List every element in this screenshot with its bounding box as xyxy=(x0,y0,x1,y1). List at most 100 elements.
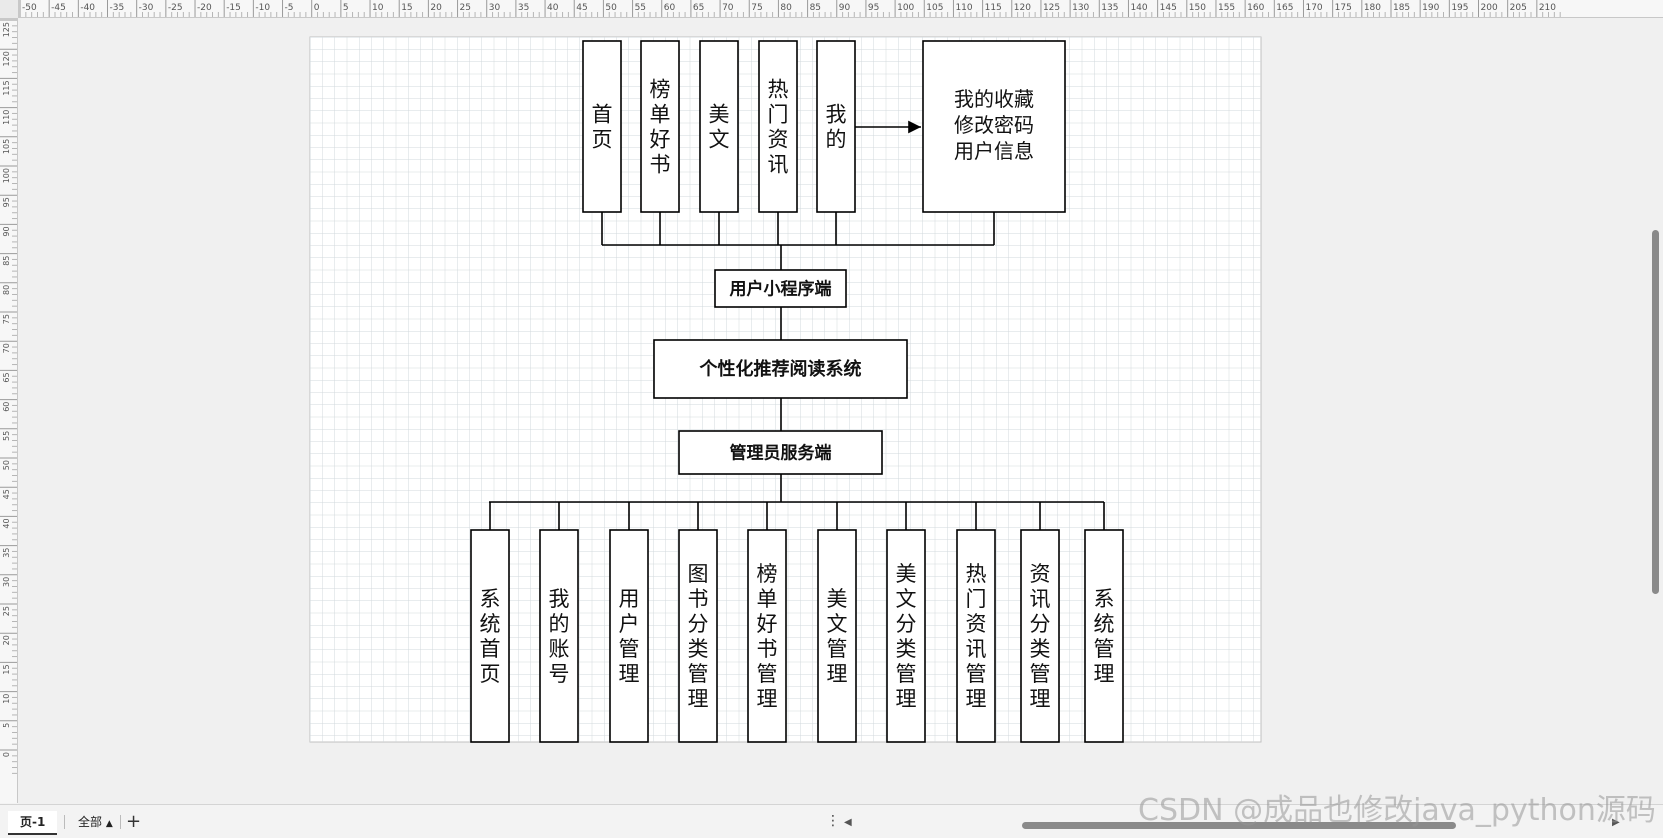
box-label-char: 类 xyxy=(688,637,709,661)
box-label-char: 理 xyxy=(757,687,778,711)
box-label-char: 理 xyxy=(966,687,987,711)
horizontal-scroll-thumb[interactable] xyxy=(1022,822,1456,829)
ruler-label: 60 xyxy=(664,3,676,13)
box-system[interactable]: 个性化推荐阅读系统 xyxy=(653,339,908,399)
ruler-label: 115 xyxy=(985,3,1002,13)
box-label-char: 书 xyxy=(650,153,671,177)
ruler-label: 125 xyxy=(1043,3,1060,13)
ruler-label: 80 xyxy=(780,3,792,13)
ruler-label: 15 xyxy=(401,3,412,13)
ruler-label: 125 xyxy=(2,22,11,37)
box-label-char: 图 xyxy=(688,562,709,586)
ruler-label: 45 xyxy=(576,3,587,13)
ruler-label: 120 xyxy=(1014,3,1031,13)
ruler-label: 15 xyxy=(2,664,11,674)
ruler-label: 5 xyxy=(343,3,349,13)
box-label-char: 我 xyxy=(826,103,847,127)
ruler-label: 0 xyxy=(314,3,320,13)
ruler-label: 45 xyxy=(2,489,11,499)
box-mine[interactable]: 我的 xyxy=(816,40,856,213)
box-label-char: 理 xyxy=(619,662,640,686)
box-label-char: 好 xyxy=(757,612,778,636)
box-label-char: 管 xyxy=(1094,637,1115,661)
ruler-label: -15 xyxy=(226,3,241,13)
ruler-label: 110 xyxy=(955,3,972,13)
box-label-char: 类 xyxy=(896,637,917,661)
box-label-char: 门 xyxy=(768,103,789,127)
ruler-corner xyxy=(0,0,19,19)
box-label-char: 账 xyxy=(549,637,570,661)
ruler-label: -50 xyxy=(22,3,37,13)
ruler-label: 10 xyxy=(372,3,384,13)
drawing-canvas[interactable]: 首页榜单好书美文热门资讯我的我的收藏修改密码用户信息用户小程序端个性化推荐阅读系… xyxy=(18,18,1648,804)
ruler-label: 175 xyxy=(1335,3,1352,13)
ruler-label: 85 xyxy=(2,256,11,266)
box-label-char: 讯 xyxy=(768,153,789,177)
plus-icon[interactable]: + xyxy=(126,811,142,832)
ruler-label: -35 xyxy=(110,3,125,13)
ruler-label: 165 xyxy=(1276,3,1293,13)
tab-all-pages[interactable]: 全部 ▲ xyxy=(72,811,119,833)
box-label-char: 书 xyxy=(688,587,709,611)
scroll-right-icon[interactable]: ▶ xyxy=(1612,817,1620,828)
ruler-label: 120 xyxy=(2,51,11,66)
ruler-label: 210 xyxy=(1539,3,1556,13)
watermark: CSDN @成品也修改java_python源码 xyxy=(1138,793,1656,828)
ruler-label: 105 xyxy=(926,3,943,13)
tab-page-1[interactable]: 页-1 xyxy=(8,811,58,835)
ruler-label: 25 xyxy=(460,3,471,13)
box-label-char: 统 xyxy=(1094,612,1115,636)
box-label-char: 单 xyxy=(757,587,778,611)
vertical-scroll-thumb[interactable] xyxy=(1652,230,1659,594)
box-label-char: 资 xyxy=(966,612,987,636)
more-options-icon[interactable]: ⋮ xyxy=(826,813,840,829)
box-label-char: 好 xyxy=(650,128,671,152)
box-user-client[interactable]: 用户小程序端 xyxy=(714,269,847,308)
box-label-char: 管 xyxy=(688,662,709,686)
box-label-char: 页 xyxy=(480,662,501,686)
box-label-char: 理 xyxy=(827,662,848,686)
box-label: 个性化推荐阅读系统 xyxy=(699,358,862,380)
box-label-char: 我 xyxy=(549,587,570,611)
ruler-label: 95 xyxy=(868,3,879,13)
ruler-label: 85 xyxy=(810,3,821,13)
ruler-label: 0 xyxy=(2,752,11,757)
submenu-line: 我的收藏 xyxy=(954,87,1034,111)
ruler-label: 130 xyxy=(1072,3,1089,13)
vertical-scrollbar[interactable] xyxy=(1648,18,1663,804)
box-label-char: 榜 xyxy=(650,78,671,102)
ruler-label: 80 xyxy=(2,285,11,295)
ruler-label: 90 xyxy=(839,3,851,13)
ruler-label: 145 xyxy=(1160,3,1177,13)
box-label-char: 热 xyxy=(768,78,789,102)
ruler-label: 65 xyxy=(2,372,11,382)
box-label-char: 讯 xyxy=(1030,587,1051,611)
ruler-label: 200 xyxy=(1481,3,1498,13)
scroll-left-icon[interactable]: ◀ xyxy=(844,817,852,828)
ruler-label: 170 xyxy=(1305,3,1322,13)
submenu-line: 修改密码 xyxy=(954,113,1034,137)
box-label-char: 书 xyxy=(757,637,778,661)
ruler-label: 140 xyxy=(1130,3,1147,13)
box-admin-client[interactable]: 管理员服务端 xyxy=(678,430,883,475)
box-essays[interactable]: 美文 xyxy=(699,40,739,213)
box-label-char: 页 xyxy=(592,128,613,152)
box-home[interactable]: 首页 xyxy=(582,40,622,213)
ruler-label: 70 xyxy=(722,3,734,13)
ruler-label: 160 xyxy=(1247,3,1264,13)
horizontal-scrollbar[interactable]: ◀ ▶ xyxy=(830,817,1630,831)
